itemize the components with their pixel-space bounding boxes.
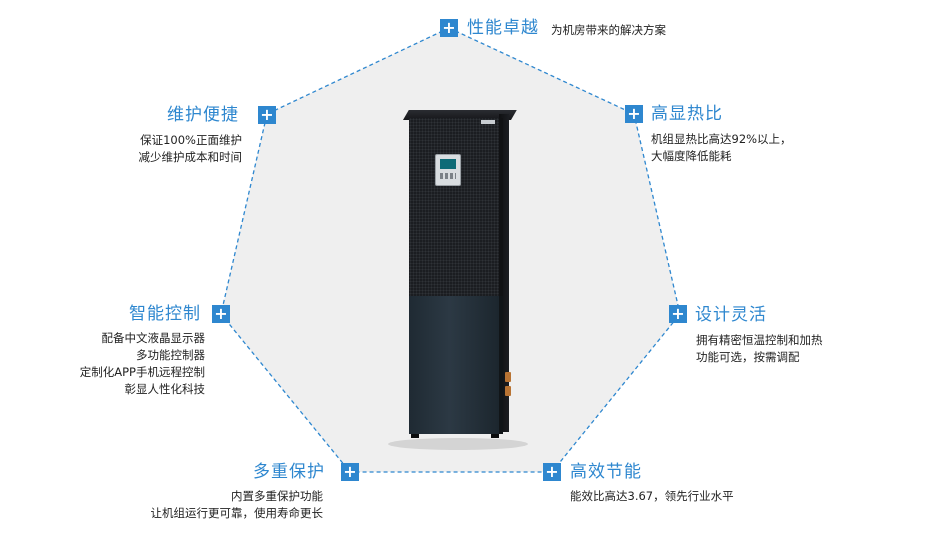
feature-line: 多功能控制器 xyxy=(136,348,205,362)
feature-desc-energy-saving: 能效比高达3.67，领先行业水平 xyxy=(570,488,734,505)
feature-line: 定制化APP手机远程控制 xyxy=(79,365,205,379)
unit-side xyxy=(499,114,509,432)
lcd-screen xyxy=(440,159,456,169)
header-subtitle: 为机房带来的解决方案 xyxy=(551,23,666,37)
plus-icon[interactable]: + xyxy=(212,305,230,323)
unit-shadow xyxy=(388,438,528,450)
feature-line: 减少维护成本和时间 xyxy=(138,150,243,164)
unit-foot xyxy=(411,434,419,438)
feature-line: 彰显人性化科技 xyxy=(124,382,206,396)
unit-mesh-panel xyxy=(409,118,503,296)
feature-line: 能效比高达3.67，领先行业水平 xyxy=(570,489,734,503)
control-buttons xyxy=(440,173,456,179)
feature-line: 大幅度降低能耗 xyxy=(651,149,732,163)
plus-icon[interactable]: + xyxy=(440,19,458,37)
plus-icon[interactable]: + xyxy=(543,463,561,481)
unit-lower-panel xyxy=(409,296,503,434)
feature-line: 保证100%正面维护 xyxy=(140,133,242,147)
pipe-connector xyxy=(505,372,511,382)
feature-title-easy-maintenance: 维护便捷 xyxy=(167,105,239,125)
pipe-connector xyxy=(505,386,511,396)
feature-line: 功能可选，按需调配 xyxy=(696,350,800,364)
unit-foot xyxy=(491,434,499,438)
plus-icon[interactable]: + xyxy=(341,463,359,481)
lcd-controller-panel xyxy=(435,154,461,186)
feature-desc-smart-control: 配备中文液晶显示器 多功能控制器 定制化APP手机远程控制 彰显人性化科技 xyxy=(80,330,205,398)
heptagon-dashed-outline xyxy=(220,27,681,473)
feature-desc-multi-protection: 内置多重保护功能 让机组运行更可靠，使用寿命更长 xyxy=(151,488,324,522)
feature-title-flexible-design: 设计灵活 xyxy=(695,305,767,325)
feature-title-smart-control: 智能控制 xyxy=(129,304,201,324)
feature-desc-high-sensible: 机组显热比高达92%以上， 大幅度降低能耗 xyxy=(651,131,792,165)
plus-icon[interactable]: + xyxy=(258,106,276,124)
brand-logo-mark xyxy=(481,120,495,124)
feature-title-high-sensible: 高显热比 xyxy=(651,104,723,124)
feature-line: 机组显热比高达92%以上， xyxy=(651,132,792,146)
feature-desc-flexible-design: 拥有精密恒温控制和加热 功能可选，按需调配 xyxy=(696,332,823,366)
feature-line: 拥有精密恒温控制和加热 xyxy=(696,333,823,347)
feature-title-energy-saving: 高效节能 xyxy=(570,462,642,482)
header-title: 性能卓越 xyxy=(467,18,539,38)
precision-ac-unit-image xyxy=(401,110,517,440)
plus-icon[interactable]: + xyxy=(669,305,687,323)
feature-title-multi-protection: 多重保护 xyxy=(253,462,325,482)
plus-icon[interactable]: + xyxy=(625,105,643,123)
feature-line: 内置多重保护功能 xyxy=(231,489,323,503)
feature-line: 配备中文液晶显示器 xyxy=(101,331,206,345)
feature-desc-easy-maintenance: 保证100%正面维护 减少维护成本和时间 xyxy=(139,132,243,166)
feature-line: 让机组运行更可靠，使用寿命更长 xyxy=(150,506,324,520)
